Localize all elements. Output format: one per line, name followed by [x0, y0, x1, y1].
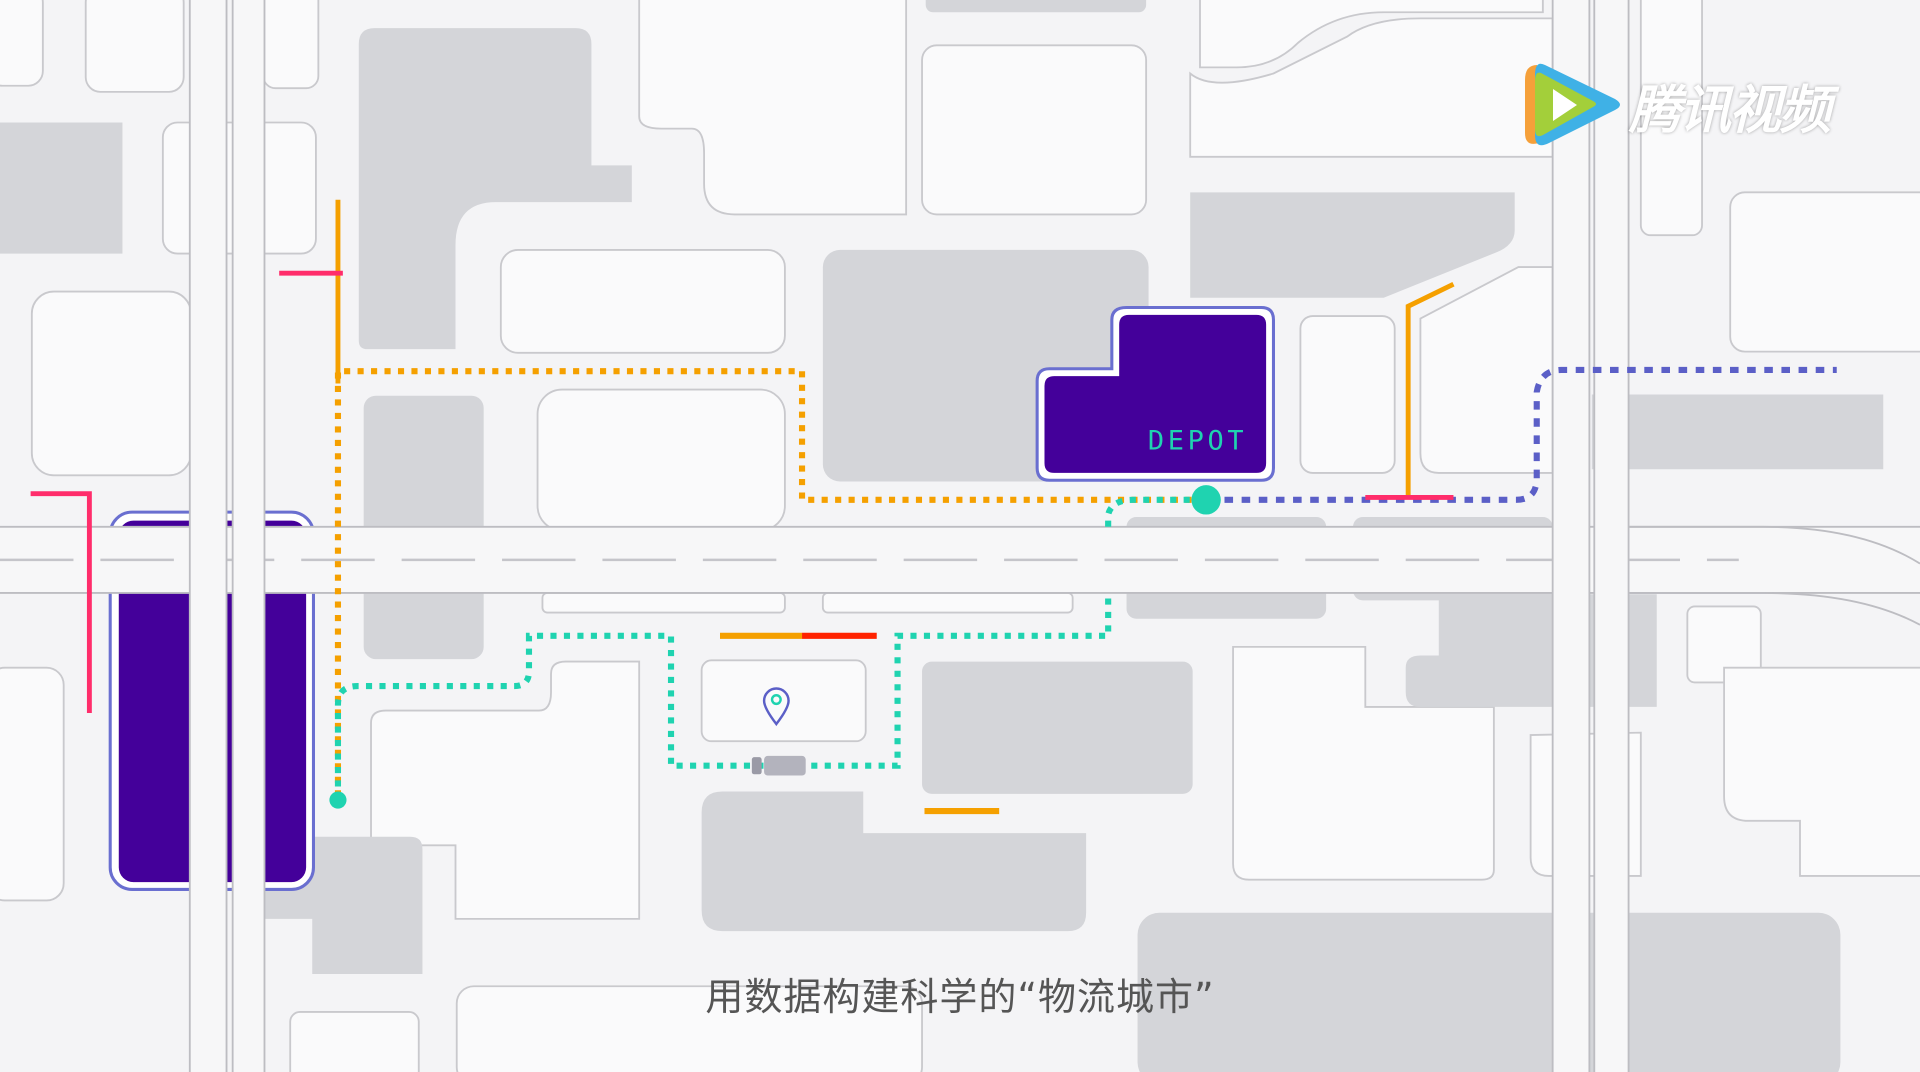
location-pin-icon[interactable]: [762, 687, 790, 727]
road-segments: [30, 199, 1455, 815]
route-start-dot[interactable]: [329, 791, 347, 809]
play-logo-icon: [1525, 63, 1620, 146]
teal-route: [334, 496, 1207, 801]
delivery-routes: [334, 366, 1837, 801]
truck-icon[interactable]: [751, 755, 806, 776]
depot-marker[interactable]: [1191, 485, 1221, 515]
logo-text: 腾讯视频: [1629, 80, 1831, 141]
depot-building: [1035, 305, 1275, 482]
vertical-roads: [188, 0, 1630, 1072]
depot-label: DEPOT: [1148, 426, 1247, 457]
orange-route: [334, 368, 1207, 797]
tencent-video-logo: 腾讯视频: [1515, 55, 1831, 155]
subtitle-caption: 用数据构建科学的“物流城市”: [705, 975, 1215, 1019]
blue-route: [1224, 366, 1837, 503]
